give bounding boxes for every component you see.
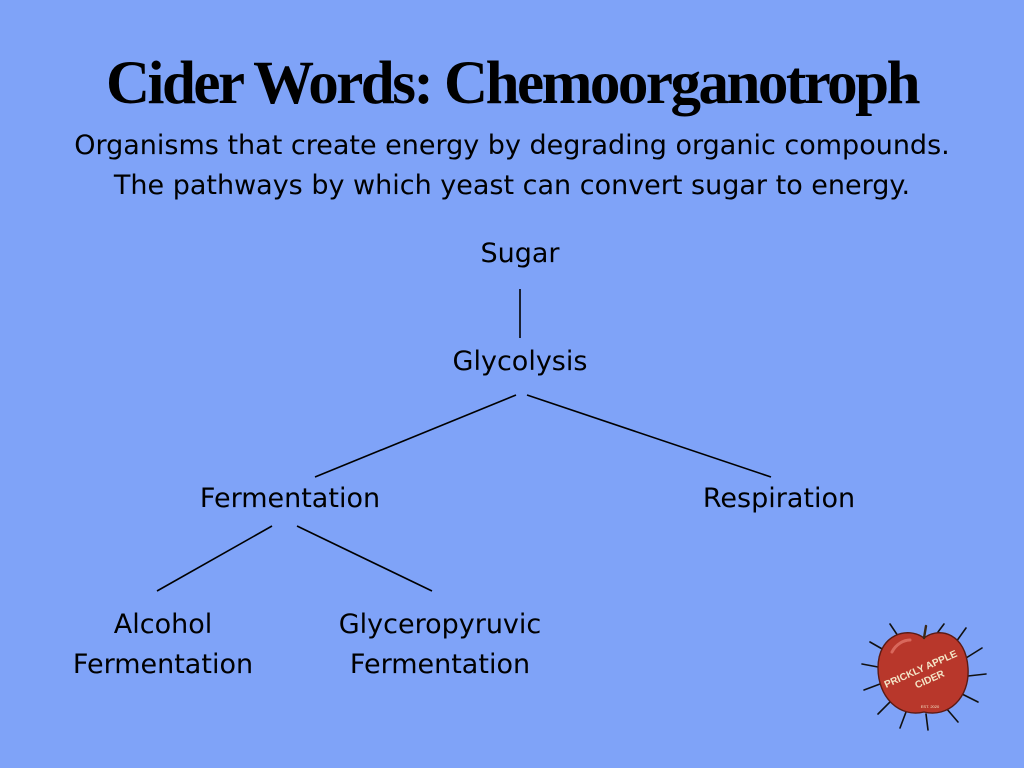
subtitle-line: Organisms that create energy by degradin… bbox=[74, 130, 950, 161]
node-line: Alcohol bbox=[113, 609, 213, 640]
node-fermentation: Fermentation bbox=[199, 483, 381, 514]
connector-fermentation-alcohol bbox=[156, 525, 273, 592]
node-glyceropyruvic-fermentation: Glyceropyruvic Fermentation bbox=[315, 605, 565, 685]
apple-stem bbox=[922, 624, 928, 640]
node-glycolysis: Glycolysis bbox=[452, 346, 588, 377]
node-line: Glyceropyruvic bbox=[338, 609, 542, 640]
node-line: Fermentation bbox=[72, 649, 254, 680]
connector-fermentation-glyceropyruvic bbox=[296, 525, 433, 592]
node-alcohol-fermentation: Alcohol Fermentation bbox=[43, 605, 283, 685]
node-line: Fermentation bbox=[349, 649, 531, 680]
slide-subtitle: Organisms that create energy by degradin… bbox=[0, 126, 1024, 206]
node-respiration: Respiration bbox=[702, 483, 856, 514]
apple-highlight bbox=[890, 638, 912, 654]
node-sugar: Sugar bbox=[480, 238, 560, 269]
connector-glycolysis-fermentation bbox=[314, 394, 517, 478]
slide-title: Cider Words: Chemoorganotroph bbox=[105, 50, 921, 117]
apple-body bbox=[877, 632, 969, 714]
logo-small-text: EST. 2020 bbox=[921, 704, 940, 709]
connector-glycolysis-respiration bbox=[526, 394, 772, 478]
prickly-apple-cider-logo: PRICKLY APPLE CIDER EST. 2020 bbox=[861, 623, 987, 731]
subtitle-line: The pathways by which yeast can convert … bbox=[113, 170, 911, 201]
